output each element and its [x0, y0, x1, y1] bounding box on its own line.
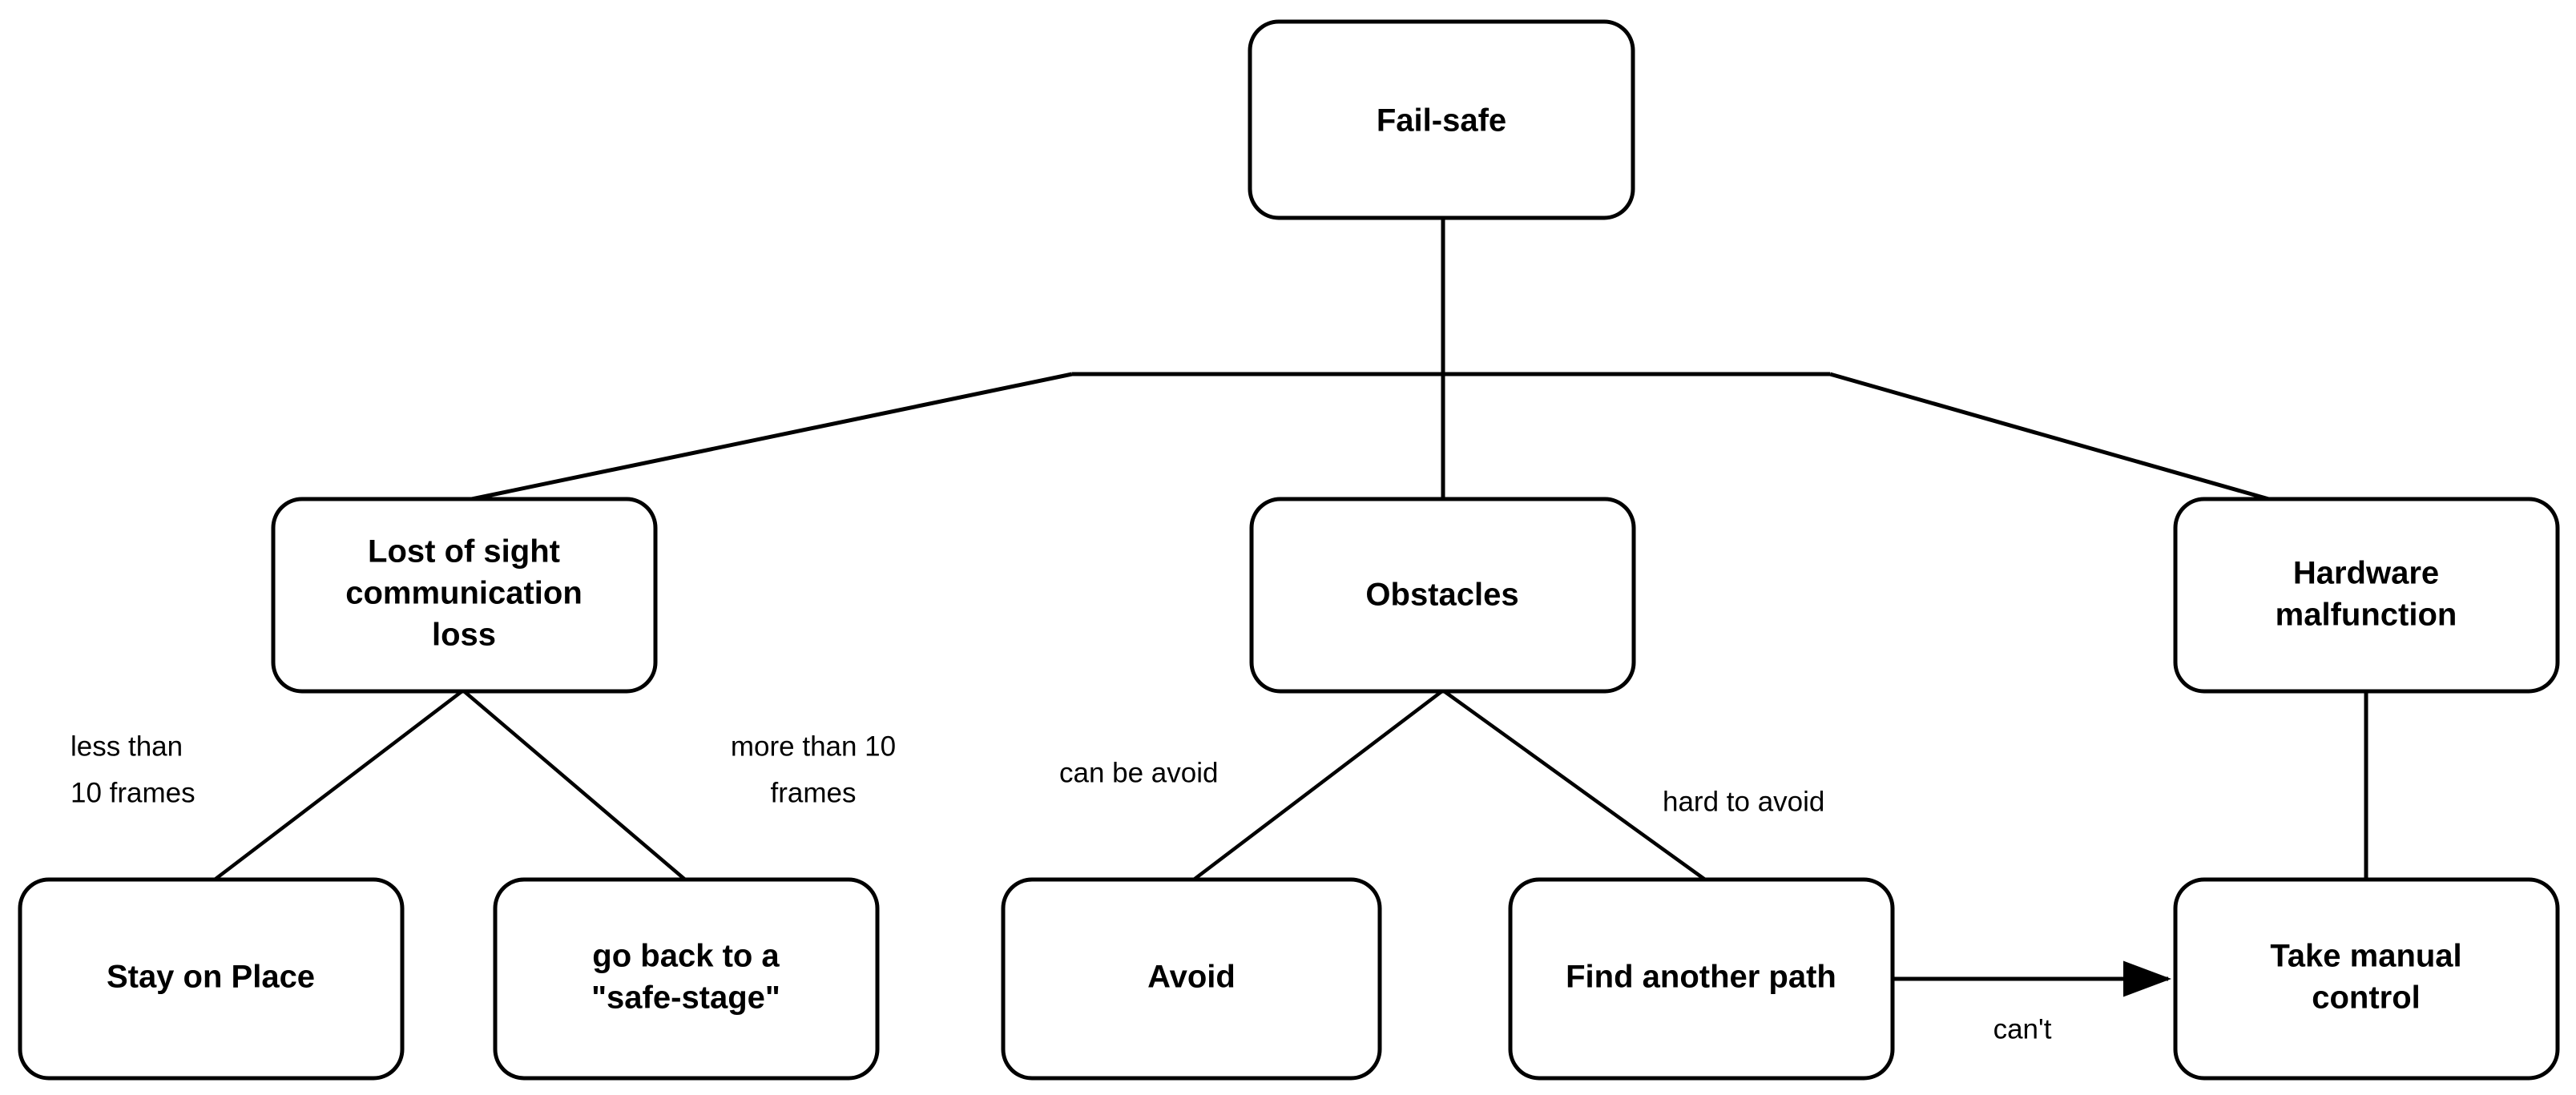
node-go-back-safe-stage-shape [493, 877, 880, 1081]
edge-label-more-than-line2: frames [771, 777, 857, 808]
node-find-another-path[interactable]: Find another path [1508, 877, 1895, 1081]
node-lost-of-sight[interactable]: Lost of sight communication loss [271, 497, 658, 694]
edge-root-to-hardware [1829, 372, 2272, 502]
node-find-another-path-label: Find another path [1566, 960, 1836, 995]
node-go-back-safe-stage-label-line2: "safe-stage" [591, 980, 780, 1016]
node-take-manual-control-shape [2173, 877, 2560, 1081]
node-fail-safe[interactable]: Fail-safe [1248, 19, 1635, 220]
node-hardware-malfunction-label-line1: Hardware [2293, 556, 2439, 591]
node-obstacles[interactable]: Obstacles [1249, 497, 1636, 694]
edge-obstacles-to-avoid [1192, 689, 1445, 881]
node-obstacles-label: Obstacles [1365, 578, 1518, 613]
node-fail-safe-shape [1248, 19, 1635, 220]
edge-label-cant: can't [1993, 1013, 2052, 1045]
node-hardware-malfunction-shape [2173, 497, 2560, 694]
edge-label-can-be-avoid: can be avoid [1059, 757, 1218, 788]
node-lost-of-sight-label-line3: loss [432, 618, 496, 653]
node-avoid[interactable]: Avoid [1001, 877, 1382, 1081]
edge-lost-sight-to-stay [213, 689, 465, 881]
node-avoid-shape [1001, 877, 1382, 1081]
node-lost-of-sight-label-line1: Lost of sight [368, 534, 560, 570]
node-take-manual-control-label-line2: control [2312, 980, 2421, 1016]
edge-obstacles-to-find-path [1441, 689, 1707, 881]
node-stay-on-place-shape [18, 877, 405, 1081]
node-take-manual-control[interactable]: Take manual control [2173, 877, 2560, 1081]
edge-label-more-than-10-frames: more than 10 frames [731, 731, 896, 808]
node-find-another-path-shape [1508, 877, 1895, 1081]
edge-label-less-than-line1: less than [71, 731, 183, 762]
node-stay-on-place[interactable]: Stay on Place [18, 877, 405, 1081]
edge-label-less-than-10-frames: less than 10 frames [71, 731, 196, 808]
node-lost-of-sight-label-line2: communication [345, 576, 583, 611]
node-obstacles-shape [1249, 497, 1636, 694]
edge-label-more-than-line1: more than 10 [731, 731, 896, 762]
node-go-back-safe-stage[interactable]: go back to a "safe-stage" [493, 877, 880, 1081]
edge-label-less-than-line2: 10 frames [71, 777, 196, 808]
edge-root-to-lost-sight [467, 372, 1073, 502]
edge-lost-sight-to-safe-stage [462, 689, 687, 881]
node-avoid-label: Avoid [1147, 960, 1236, 995]
node-stay-on-place-label: Stay on Place [107, 960, 315, 995]
node-fail-safe-label: Fail-safe [1377, 103, 1506, 139]
node-hardware-malfunction-label-line2: malfunction [2276, 598, 2457, 633]
node-go-back-safe-stage-label-line1: go back to a [592, 939, 780, 974]
node-take-manual-control-label-line1: Take manual [2270, 939, 2461, 974]
node-hardware-malfunction[interactable]: Hardware malfunction [2173, 497, 2560, 694]
edge-label-hard-to-avoid: hard to avoid [1663, 786, 1824, 817]
node-lost-of-sight-shape [271, 497, 658, 694]
